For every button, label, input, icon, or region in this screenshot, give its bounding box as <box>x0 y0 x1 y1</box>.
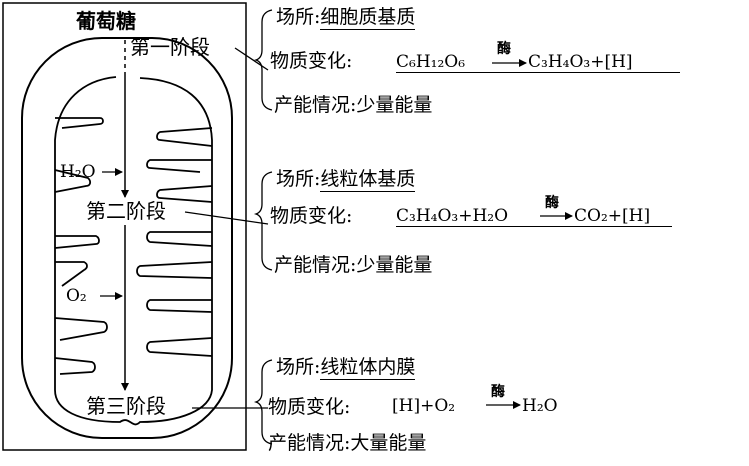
stage3-reactants: [H]+O₂ <box>392 396 456 416</box>
location-value: 细胞质基质 <box>320 6 416 30</box>
reactants: C₃H₄O₃+H₂O <box>396 206 509 226</box>
bracket-3 <box>253 359 273 445</box>
stage-label-3: 第三阶段 <box>86 394 166 418</box>
crista <box>146 231 213 247</box>
stage3-products: H₂O <box>522 396 558 416</box>
crista <box>54 235 100 249</box>
crista <box>146 337 213 357</box>
substrate-label: 葡萄糖 <box>76 9 136 33</box>
inner-membrane <box>54 76 213 426</box>
connector-1 <box>234 47 269 71</box>
connector-2 <box>184 211 269 225</box>
enzyme-label: 酶 <box>497 41 511 57</box>
crista <box>156 127 213 147</box>
stage3-change-label: 物质变化: <box>268 396 351 418</box>
outer-membrane <box>21 37 233 439</box>
location-label: 场所: <box>276 356 321 378</box>
stage1-equation: C₆H₁₂O₆ <box>396 52 680 73</box>
crista <box>54 317 108 341</box>
location-label: 场所: <box>276 6 321 28</box>
bracket-2 <box>253 171 273 271</box>
reactants: C₆H₁₂O₆ <box>396 52 466 72</box>
stage1-location: 场所:细胞质基质 <box>276 6 416 30</box>
stage1-change-label: 物质变化: <box>270 50 353 72</box>
stage3-energy: 产能情况:大量能量 <box>268 432 426 454</box>
location-label: 场所: <box>276 168 321 190</box>
enzyme-label: 酶 <box>545 195 559 211</box>
stage-label-2: 第二阶段 <box>86 199 166 223</box>
stage1-products: C₃H₄O₃+[H] <box>528 52 633 72</box>
crista <box>54 169 92 193</box>
cell-frame <box>2 2 247 451</box>
stage1-energy: 产能情况:少量能量 <box>274 94 432 116</box>
crista <box>146 299 213 313</box>
energy-value: 少量能量 <box>356 94 433 116</box>
bracket-1 <box>253 9 273 111</box>
stage2-equation: C₃H₄O₃+H₂O <box>396 206 672 227</box>
stage2-energy: 产能情况:少量能量 <box>274 254 432 276</box>
stage2-change-label: 物质变化: <box>270 205 353 227</box>
stage-label-1: 第一阶段 <box>130 35 210 59</box>
energy-label: 产能情况: <box>274 94 357 116</box>
crista <box>146 159 212 173</box>
stage2-products: CO₂+[H] <box>574 206 651 226</box>
water-label: H₂O <box>60 162 96 182</box>
enzyme-label: 酶 <box>491 384 505 400</box>
oxygen-label: O₂ <box>66 286 87 306</box>
crista <box>54 357 96 375</box>
energy-value: 大量能量 <box>350 432 427 454</box>
stage3-location: 场所:线粒体内膜 <box>276 356 416 380</box>
crista <box>55 117 104 129</box>
location-value: 线粒体内膜 <box>320 356 416 380</box>
energy-value: 少量能量 <box>356 254 433 276</box>
energy-label: 产能情况: <box>274 254 357 276</box>
crista <box>156 185 213 203</box>
location-value: 线粒体基质 <box>320 168 416 192</box>
energy-label: 产能情况: <box>268 432 351 454</box>
stage2-location: 场所:线粒体基质 <box>276 168 416 192</box>
crista <box>55 261 88 287</box>
crista <box>136 261 213 279</box>
